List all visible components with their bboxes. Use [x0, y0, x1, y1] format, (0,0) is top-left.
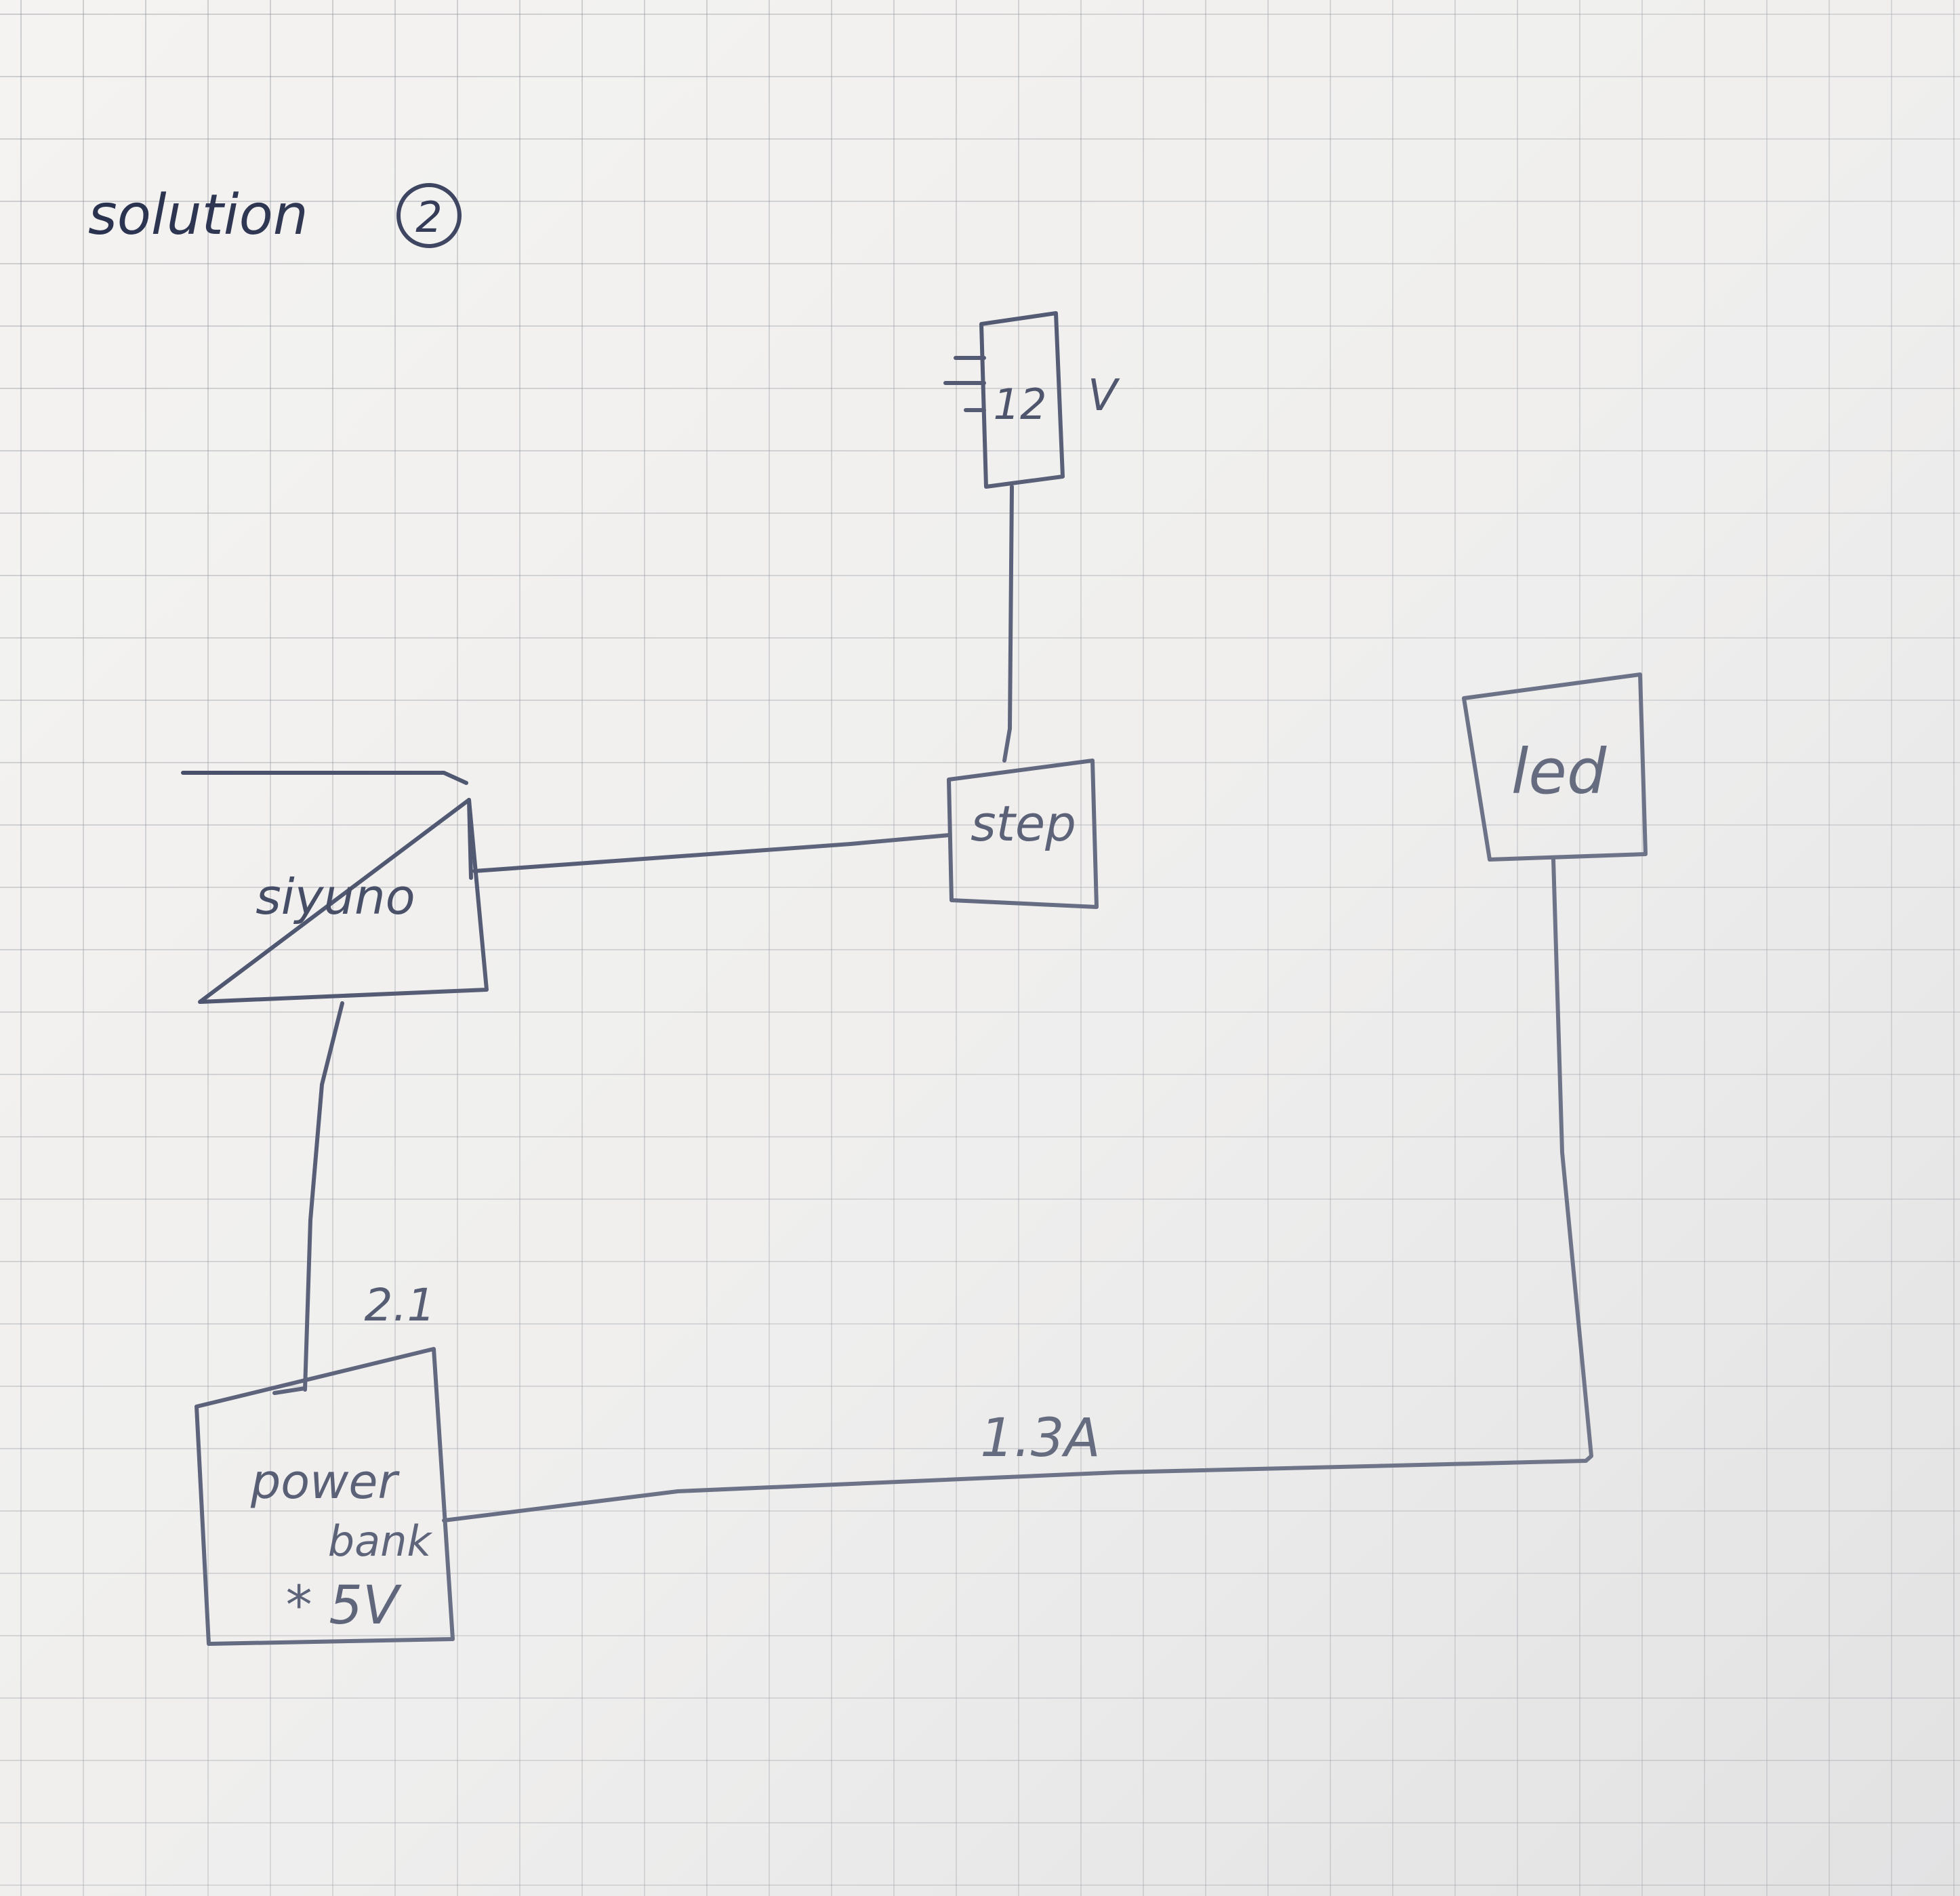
- powerbank-label-line2: bank: [328, 1516, 433, 1566]
- siyuno-board: siyuno: [181, 771, 489, 1004]
- battery-unit-label: V: [1088, 371, 1120, 421]
- led: led: [1462, 672, 1648, 862]
- title-number-badge: 2: [396, 183, 462, 248]
- wire-battery-to-step: [1002, 485, 1014, 763]
- battery-label: 12: [994, 380, 1047, 429]
- battery-12v: 12 V: [943, 311, 1120, 489]
- edge-label-powerbank-led: 1.3A: [980, 1408, 1100, 1469]
- step-converter: step: [947, 759, 1099, 909]
- wire-siyuno-to-step: [472, 833, 951, 873]
- power-bank: power bank * 5V: [195, 1347, 455, 1646]
- title-number: 2: [415, 193, 442, 242]
- led-label: led: [1511, 735, 1607, 808]
- title-text: solution: [88, 183, 308, 247]
- step-label: step: [971, 795, 1076, 852]
- powerbank-label-line3: * 5V: [286, 1575, 402, 1636]
- siyuno-label: siyuno: [256, 868, 415, 925]
- wire-powerbank-to-siyuno: [303, 1001, 344, 1392]
- powerbank-label-line1: power: [250, 1454, 401, 1510]
- edge-label-powerbank-siyuno: 2.1: [365, 1279, 436, 1331]
- wire-led-to-powerbank: [442, 858, 1593, 1522]
